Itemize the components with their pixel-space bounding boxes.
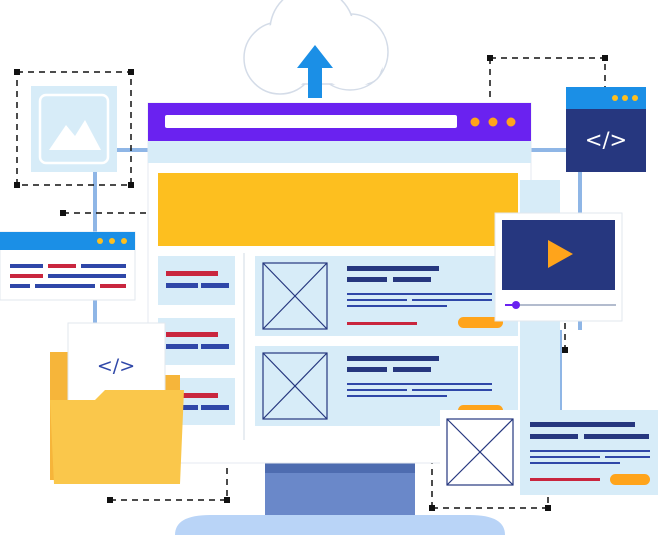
content-card <box>255 256 518 336</box>
folder-icon: </> <box>50 322 184 484</box>
cloud-upload-icon <box>243 0 389 98</box>
video-progress-handle[interactable] <box>512 301 520 309</box>
code-icon: </> <box>585 128 627 152</box>
connector-dots <box>14 55 608 511</box>
image-placeholder-icon <box>446 418 514 486</box>
image-placeholder-icon <box>262 262 328 330</box>
address-bar[interactable] <box>165 115 457 128</box>
hero-banner <box>158 173 518 246</box>
code-window: </> <box>566 87 646 172</box>
card-button[interactable] <box>610 474 650 485</box>
window-dot <box>506 117 516 127</box>
image-icon <box>31 86 117 172</box>
sidebar-card <box>158 256 235 305</box>
code-icon: </> <box>97 355 135 377</box>
window-dot <box>470 117 480 127</box>
card-button[interactable] <box>458 317 503 328</box>
play-icon[interactable] <box>548 240 573 268</box>
text-window <box>0 231 136 301</box>
sidebar-card <box>158 318 235 365</box>
image-placeholder-icon <box>262 352 328 420</box>
window-dot <box>488 117 498 127</box>
video-player <box>494 212 623 322</box>
floating-card <box>440 410 658 495</box>
nav-strip <box>148 141 531 163</box>
